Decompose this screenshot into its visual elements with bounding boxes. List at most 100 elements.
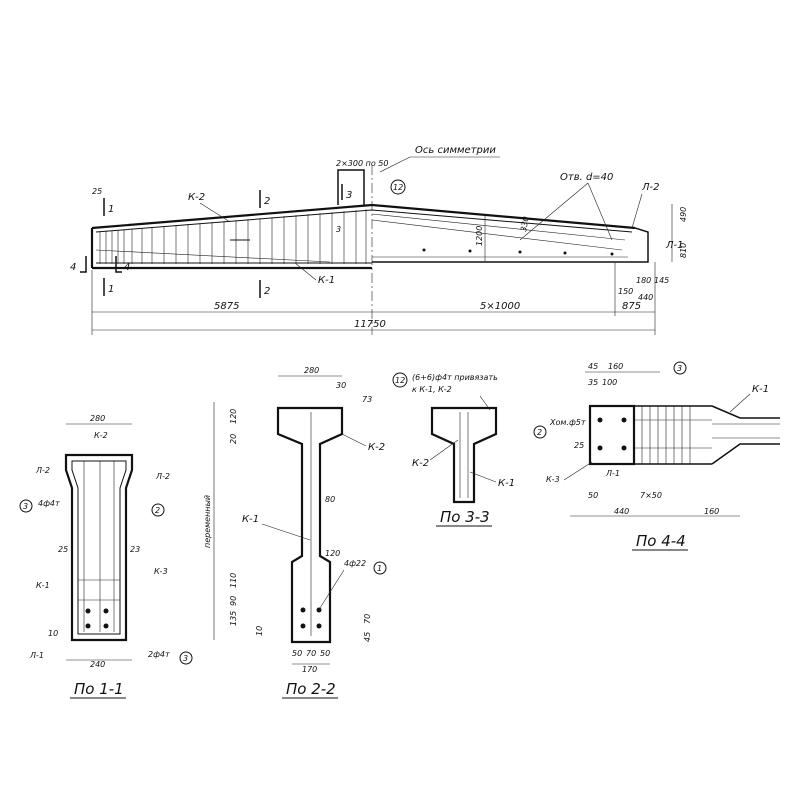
s22-dim-10: 10 bbox=[255, 626, 264, 636]
s44-clamp: Хом.ф5т bbox=[549, 418, 586, 427]
s33-cage-k2: К-2 bbox=[412, 458, 429, 469]
hole-label: Отв. d=40 bbox=[560, 172, 613, 183]
section-2-2-outline bbox=[276, 406, 344, 644]
hole-leader-2 bbox=[587, 182, 613, 241]
dim-11750: 11750 bbox=[354, 319, 386, 330]
dim-875: 875 bbox=[622, 301, 641, 312]
s11-bar-2 bbox=[103, 608, 109, 614]
s11-dim-240: 240 bbox=[90, 660, 105, 669]
s22-dim-30: 30 bbox=[336, 381, 346, 390]
s22-dim-170: 170 bbox=[302, 665, 317, 674]
dim-150: 150 bbox=[618, 287, 633, 296]
s22-dim-120b: 120 bbox=[325, 549, 340, 558]
s22-dim-70-mid: 70 bbox=[306, 649, 316, 658]
s11-bar-4 bbox=[103, 623, 109, 629]
s22-bar-3 bbox=[300, 623, 306, 629]
dim-810: 810 bbox=[679, 243, 688, 258]
s33-k1-leader bbox=[469, 471, 497, 483]
section-1-bottom: 1 bbox=[108, 284, 114, 295]
s44-dim-35: 35 bbox=[588, 378, 598, 387]
s44-bar-2 bbox=[621, 417, 627, 423]
s44-taper-top bbox=[711, 405, 780, 419]
section-4-4-title: По 4-4 bbox=[636, 532, 686, 550]
s22-dim-110: 110 bbox=[229, 573, 238, 588]
hole-mark-2 bbox=[468, 249, 472, 253]
dim-330: 330 bbox=[519, 216, 531, 233]
section-1-1-outline bbox=[64, 453, 134, 642]
s33-k2-leader bbox=[429, 439, 459, 461]
s22-callout-1: 1 bbox=[377, 564, 382, 573]
section-2-2-title: По 2-2 bbox=[286, 680, 336, 698]
s22-dim-50-right: 50 bbox=[320, 649, 330, 658]
s44-dim-160a: 160 bbox=[608, 362, 623, 371]
hole-mark-1 bbox=[422, 248, 426, 252]
s11-bar-4f4: 4ф4т bbox=[38, 499, 60, 508]
s33-note-leader bbox=[479, 395, 491, 411]
beam-right-end bbox=[630, 227, 649, 263]
s11-bar-2f4: 2ф4т bbox=[148, 650, 170, 659]
s22-k1-leader bbox=[261, 523, 311, 541]
s22-bar-1 bbox=[300, 607, 306, 613]
s11-callout-2-circle bbox=[151, 503, 165, 517]
section-2-top: 2 bbox=[264, 196, 270, 207]
s22-dim-90: 90 bbox=[229, 596, 238, 606]
s44-callout-3: 3 bbox=[677, 364, 682, 373]
dim-145: 145 bbox=[654, 276, 669, 285]
s22-bar-4 bbox=[316, 623, 322, 629]
plate-l2-label: Л-2 bbox=[641, 182, 660, 193]
plate-l1-label: Л-1 bbox=[665, 240, 684, 251]
dim-5x1000: 5×1000 bbox=[480, 301, 520, 312]
s33-callout-12: 12 bbox=[395, 376, 405, 385]
section-2-2: 280 30 73 120 20 переменный 80 120 110 9… bbox=[203, 366, 387, 699]
symmetry-axis-label: Ось симметрии bbox=[415, 145, 496, 156]
symmetry-leader bbox=[379, 156, 411, 173]
hole-leader-1 bbox=[519, 182, 589, 241]
s44-dim-440: 440 bbox=[614, 507, 629, 516]
s44-dim-25: 25 bbox=[574, 441, 584, 450]
s44-end-plate bbox=[588, 404, 636, 466]
s44-callout-2: 2 bbox=[537, 428, 542, 437]
s33-callout-12-circle bbox=[392, 372, 408, 388]
dim-25-elev: 25 bbox=[92, 187, 102, 196]
s11-dim-25: 25 bbox=[58, 545, 68, 554]
s44-bar-3 bbox=[597, 445, 603, 451]
stirrups-left bbox=[99, 209, 367, 264]
section-1-1: 280 К-2 240 Л-2 Л-2 3 4ф4т 2 25 23 К-1 К… bbox=[19, 414, 193, 699]
s22-dim-50-left: 50 bbox=[292, 649, 302, 658]
l2-leader bbox=[631, 193, 643, 229]
k2-leader bbox=[199, 202, 231, 223]
s22-bar-leader bbox=[319, 569, 345, 609]
s11-dim-10: 10 bbox=[48, 629, 58, 638]
s11-plate-l1: Л-1 bbox=[29, 651, 44, 660]
s11-callout-2: 2 bbox=[155, 506, 160, 515]
s44-bar-4 bbox=[621, 445, 627, 451]
top-dim-label: 2×300 по 50 bbox=[336, 159, 388, 168]
callout-12: 12 bbox=[393, 183, 403, 192]
section-3-3: 12 (6+6)ф4т привязать к К-1, К-2 К-2 К-1… bbox=[392, 372, 515, 527]
s33-cage-k1: К-1 bbox=[498, 478, 515, 489]
s11-plate-l2-right: Л-2 bbox=[155, 472, 170, 481]
s22-bar-2 bbox=[316, 607, 322, 613]
s11-dim-23: 23 bbox=[130, 545, 140, 554]
s44-dim-7x50: 7×50 bbox=[640, 491, 662, 500]
beam-elevation: Ось симметрии 2×300 по 50 Отв. d=40 330 … bbox=[70, 145, 688, 335]
s44-cage-k3: К-3 bbox=[546, 475, 560, 484]
right-rebar-2 bbox=[371, 219, 623, 251]
s44-bar-1 bbox=[597, 417, 603, 423]
hole-mark-3 bbox=[518, 250, 522, 254]
section-4-right: 4 bbox=[124, 262, 130, 273]
s44-dim-45: 45 bbox=[588, 362, 598, 371]
s11-cage-k1: К-1 bbox=[36, 581, 50, 590]
s22-cage-k1: К-1 bbox=[242, 514, 259, 525]
section-2-bottom: 2 bbox=[264, 286, 270, 297]
s44-k1-leader bbox=[729, 393, 751, 413]
hole-mark-4 bbox=[563, 251, 567, 255]
right-rebar-1 bbox=[371, 213, 626, 241]
section-1-1-title: По 1-1 bbox=[74, 680, 124, 698]
s33-note-2: к К-1, К-2 bbox=[412, 385, 452, 394]
s44-callout-2-circle bbox=[533, 425, 547, 439]
dim-180: 180 bbox=[636, 276, 651, 285]
s22-dim-80: 80 bbox=[325, 495, 335, 504]
beam-top-outline bbox=[91, 203, 636, 230]
